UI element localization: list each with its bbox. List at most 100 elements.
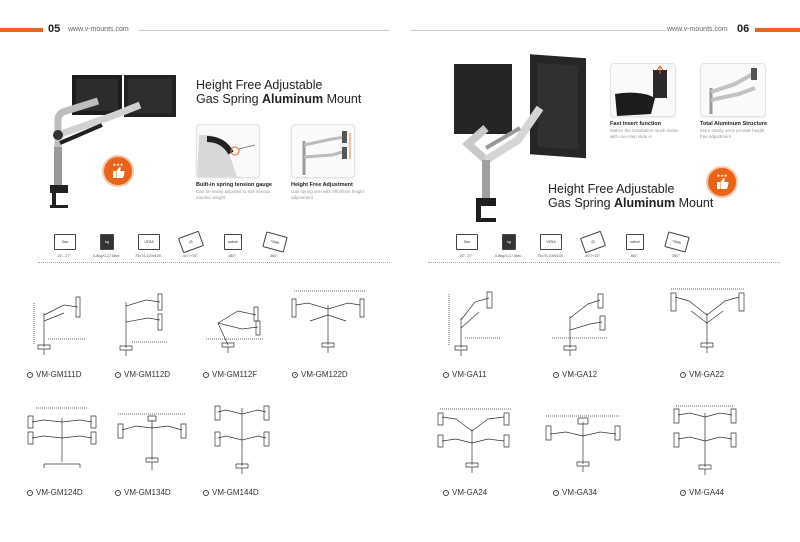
circle-dot-icon bbox=[27, 371, 33, 378]
left-spec-row: Size 15"- 27" kg 0-8kg/0-17.6lbs VESA 75… bbox=[44, 230, 294, 264]
vesa-icon: VESA bbox=[540, 234, 562, 250]
circle-dot-icon bbox=[443, 371, 449, 378]
circle-dot-icon bbox=[680, 371, 686, 378]
left-spec-swivel: swivel 180° bbox=[212, 234, 252, 258]
left-header-line bbox=[138, 30, 390, 31]
right-website[interactable]: www.v-mounts.com bbox=[667, 26, 728, 33]
circle-dot-icon bbox=[115, 371, 121, 378]
model-label-vm-gm112d[interactable]: VM-GM112D bbox=[115, 370, 170, 379]
left-thumbs-up-badge: ★★★ bbox=[102, 155, 134, 187]
right-feature-image-1 bbox=[610, 63, 676, 117]
circle-dot-icon bbox=[553, 489, 559, 496]
circle-dot-icon bbox=[553, 371, 559, 378]
left-feature-1-title: Built-in spring tension gauge bbox=[196, 182, 273, 188]
right-spec-swivel: swivel 180° bbox=[614, 234, 654, 258]
left-feature-2-title: Height Free Adjustment bbox=[291, 182, 353, 188]
drawing-vm-gm124d bbox=[22, 404, 102, 472]
thumbs-up-icon: ★★★ bbox=[717, 173, 729, 189]
drawing-vm-gm122d bbox=[286, 283, 372, 355]
right-header-line bbox=[410, 30, 666, 31]
circle-dot-icon bbox=[443, 489, 449, 496]
model-label-vm-gm111d[interactable]: VM-GM111D bbox=[27, 370, 82, 379]
product-photo-dual-monitor-mount bbox=[50, 75, 176, 208]
product-photo-silver-dual-mount bbox=[454, 54, 586, 222]
monitor-size-icon: Size bbox=[54, 234, 76, 250]
left-spec-divider bbox=[38, 262, 390, 263]
swivel-icon: swivel bbox=[224, 234, 242, 250]
drawing-vm-ga11 bbox=[445, 288, 505, 356]
right-spec-weight: kg 0-8kg/0-17.6lbs bbox=[488, 234, 528, 258]
left-feature-image-1 bbox=[196, 124, 260, 178]
left-spec-rotate: rotate 360° bbox=[254, 231, 294, 258]
drawing-vm-ga22 bbox=[665, 283, 751, 355]
left-title-line1: Height Free Adjustable bbox=[196, 78, 323, 92]
model-label-vm-gm134d[interactable]: VM-GM134D bbox=[115, 488, 171, 497]
drawing-vm-ga12 bbox=[548, 290, 612, 356]
circle-dot-icon bbox=[203, 489, 209, 496]
right-spec-vesa: VESA 75x75,100x100 bbox=[530, 234, 570, 258]
right-feature-2-title: Total Aluminum Structure bbox=[700, 121, 767, 127]
right-accent-bar bbox=[755, 28, 800, 32]
vesa-icon: VESA bbox=[138, 234, 160, 250]
monitor-size-icon: Size bbox=[456, 234, 478, 250]
weight-icon: kg bbox=[100, 234, 114, 250]
drawing-vm-gm144d bbox=[212, 400, 272, 476]
left-hero-title: Height Free Adjustable Gas Spring Alumin… bbox=[196, 78, 376, 106]
circle-dot-icon bbox=[115, 489, 121, 496]
left-accent-bar bbox=[0, 28, 43, 32]
left-feature-1-desc: Can be easily adjusted to suit various m… bbox=[196, 189, 271, 200]
model-label-vm-ga22[interactable]: VM-GA22 bbox=[680, 370, 724, 379]
circle-dot-icon bbox=[27, 489, 33, 496]
right-feature-image-2 bbox=[700, 63, 766, 117]
drawing-vm-ga34 bbox=[540, 412, 626, 474]
rotate-icon: rotate bbox=[664, 231, 690, 253]
drawing-vm-gm112d bbox=[112, 288, 172, 356]
model-label-vm-gm124d[interactable]: VM-GM124D bbox=[27, 488, 83, 497]
left-page-number: 05 bbox=[48, 23, 61, 35]
drawing-vm-gm112f bbox=[198, 295, 268, 355]
drawing-vm-ga24 bbox=[432, 405, 518, 475]
drawing-vm-gm134d bbox=[112, 410, 192, 474]
right-page-number: 06 bbox=[737, 23, 750, 35]
right-hero-title: Height Free Adjustable Gas Spring Alumin… bbox=[548, 182, 738, 210]
right-feature-1-desc: Makes the installation much easier with … bbox=[610, 128, 680, 139]
swivel-icon: swivel bbox=[626, 234, 644, 250]
circle-dot-icon bbox=[292, 371, 298, 378]
left-spec-vesa: VESA 75x75,100x100 bbox=[128, 234, 168, 258]
right-feature-1-title: Fast insert function bbox=[610, 121, 662, 127]
right-spec-row: Size 15"- 27" kg 0-8kg/0-17.6lbs VESA 75… bbox=[446, 230, 696, 264]
right-spec-tilt: tilt -90°/+15° bbox=[572, 230, 612, 258]
right-feature-2-desc: More sturdy arms provide height free adj… bbox=[700, 128, 765, 139]
circle-dot-icon bbox=[680, 489, 686, 496]
model-label-vm-ga11[interactable]: VM-GA11 bbox=[443, 370, 487, 379]
model-label-vm-gm122d[interactable]: VM-GM122D bbox=[292, 370, 348, 379]
model-label-vm-ga44[interactable]: VM-GA44 bbox=[680, 488, 724, 497]
model-label-vm-ga34[interactable]: VM-GA34 bbox=[553, 488, 597, 497]
weight-icon: kg bbox=[502, 234, 516, 250]
left-spec-size: Size 15"- 27" bbox=[44, 234, 84, 258]
model-label-vm-ga12[interactable]: VM-GA12 bbox=[553, 370, 597, 379]
model-label-vm-gm112f[interactable]: VM-GM112F bbox=[203, 370, 257, 379]
thumbs-up-icon: ★★★ bbox=[113, 162, 125, 178]
svg-text:★★★: ★★★ bbox=[113, 162, 124, 167]
drawing-vm-gm111d bbox=[30, 285, 90, 355]
right-title-line1: Height Free Adjustable bbox=[548, 182, 675, 196]
left-spec-tilt: tilt -90°/+15° bbox=[170, 230, 210, 258]
right-title-line2: Gas Spring Aluminum Mount bbox=[548, 196, 714, 210]
left-website[interactable]: www.v-mounts.com bbox=[68, 26, 129, 33]
model-label-vm-gm144d[interactable]: VM-GM144D bbox=[203, 488, 259, 497]
left-title-line2: Gas Spring Aluminum Mount bbox=[196, 92, 362, 106]
left-spec-weight: kg 0-8kg/0-17.6lbs bbox=[86, 234, 126, 258]
tilt-icon: tilt bbox=[579, 230, 607, 254]
drawing-vm-ga44 bbox=[670, 403, 740, 477]
right-spec-size: Size 15"- 27" bbox=[446, 234, 486, 258]
right-spec-rotate: rotate 360° bbox=[656, 231, 696, 258]
right-spec-divider bbox=[428, 262, 780, 263]
model-label-vm-ga24[interactable]: VM-GA24 bbox=[443, 488, 487, 497]
circle-dot-icon bbox=[203, 371, 209, 378]
right-thumbs-up-badge: ★★★ bbox=[706, 166, 738, 198]
tilt-icon: tilt bbox=[177, 230, 205, 254]
left-feature-image-2 bbox=[291, 124, 355, 178]
svg-text:★★★: ★★★ bbox=[717, 173, 728, 178]
left-feature-2-desc: Gas spring arm with effortless height ad… bbox=[291, 189, 364, 200]
